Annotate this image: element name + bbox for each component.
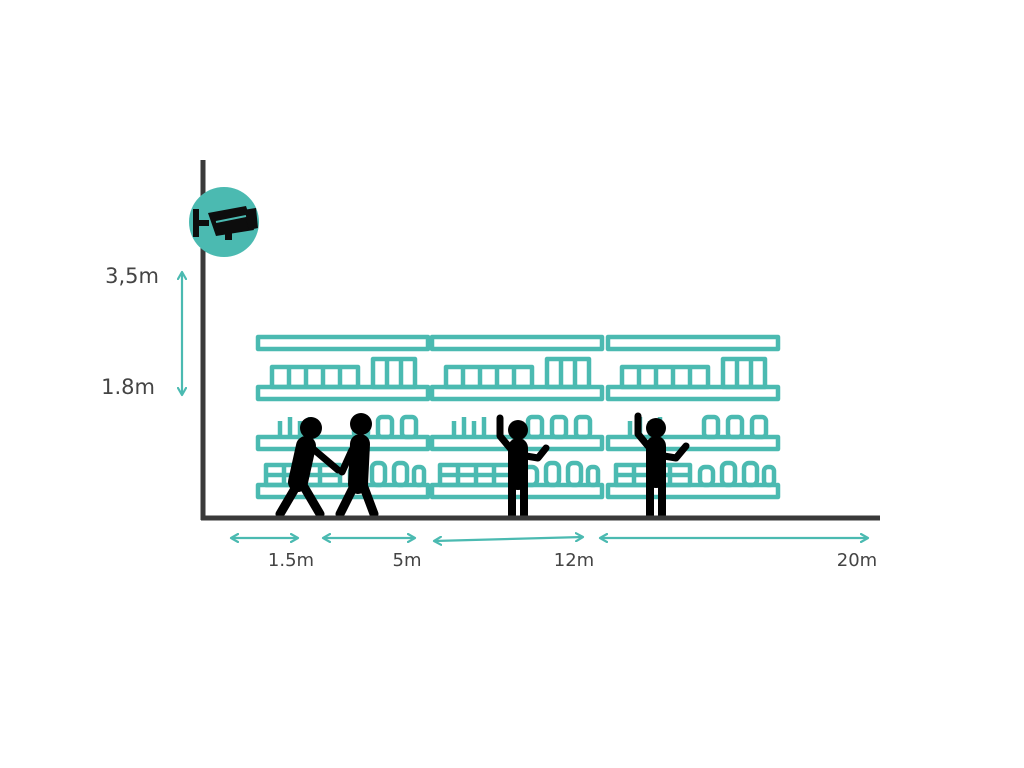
walking-person: [335, 413, 379, 519]
shelf-unit-3: [608, 337, 778, 497]
reference-height-label: 1.8m: [101, 375, 155, 399]
distance-label: 12m: [554, 550, 594, 571]
distance-label: 20m: [837, 550, 877, 571]
distance-arrow: [434, 537, 583, 541]
mount-height-label: 3,5m: [105, 264, 159, 288]
cctv-camera-icon: [189, 187, 259, 257]
reaching-person: [634, 412, 690, 520]
distance-label: 1.5m: [268, 550, 314, 571]
walking-person: [275, 417, 342, 519]
distance-label: 5m: [393, 550, 422, 571]
people: [275, 412, 690, 520]
reaching-person: [496, 414, 550, 520]
distance-arrows: [231, 537, 868, 541]
